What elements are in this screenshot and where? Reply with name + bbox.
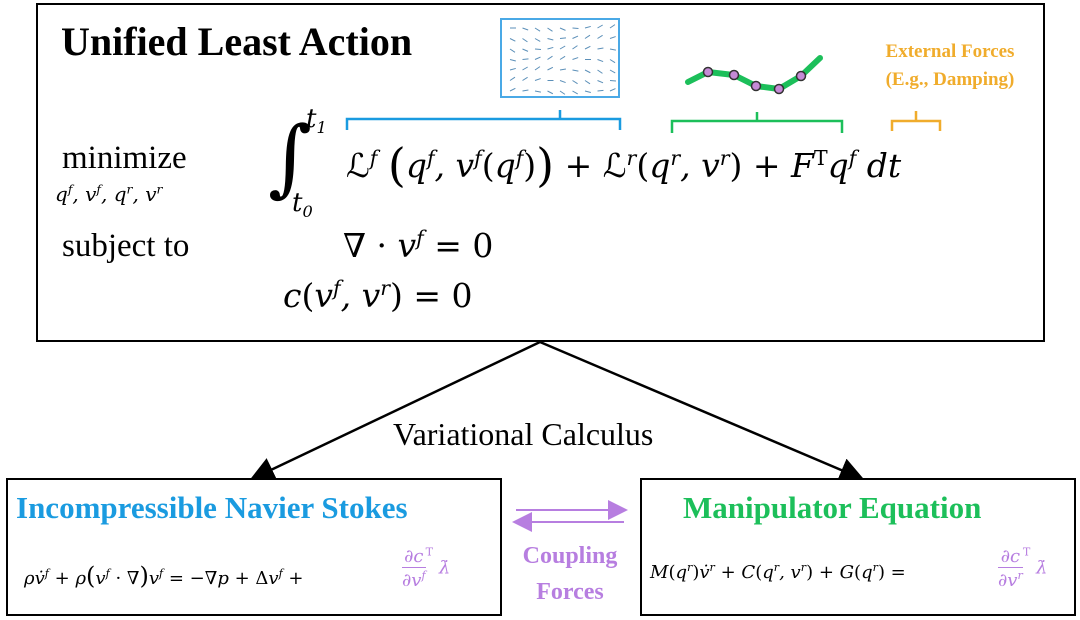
flow-vector xyxy=(584,25,591,29)
flow-vector xyxy=(597,80,604,84)
flow-vector xyxy=(522,89,529,92)
flow-vector xyxy=(522,66,528,71)
coupling-constraint: c(vf, vr) = 0 xyxy=(283,276,473,315)
coupling-forces-line2: Forces xyxy=(536,579,604,605)
flow-vector xyxy=(572,90,578,95)
navier-stokes-equation: ρv̇f + ρ(vf · ∇)vf = −∇p + Δvf + xyxy=(24,562,304,590)
flow-vector xyxy=(584,80,591,85)
flow-vector xyxy=(559,55,566,60)
integral-upper-limit: t1 xyxy=(306,104,327,138)
flow-vector xyxy=(609,69,616,74)
flow-vector xyxy=(559,27,566,31)
flow-vector xyxy=(509,87,516,92)
flow-vector xyxy=(584,45,591,50)
flow-vector xyxy=(597,89,604,92)
navier-stokes-coupling-term: ∂c ∂vf T λ̇ xyxy=(402,545,451,591)
flow-vector xyxy=(522,38,528,43)
flow-vector xyxy=(584,69,591,74)
manipulator-equation: M(qr)v̇r + C(qr, vr) + G(qr) = xyxy=(650,561,906,583)
flow-vector xyxy=(547,27,553,32)
coupling-forces-line1: Coupling xyxy=(522,543,618,569)
flow-vector xyxy=(572,27,579,30)
coupling-forces-label: Coupling Forces xyxy=(500,538,640,610)
manipulator-equation-title: Manipulator Equation xyxy=(683,490,982,525)
flow-vector xyxy=(534,90,541,93)
flow-vector xyxy=(584,90,591,93)
external-forces-label: External Forces (E.g., Damping) xyxy=(855,38,1045,94)
flow-vector xyxy=(547,90,554,95)
flow-vector xyxy=(597,34,603,39)
flow-vector xyxy=(534,27,541,32)
arrow-to-navier-stokes xyxy=(249,340,541,481)
flow-vector xyxy=(609,24,616,29)
flow-vector xyxy=(534,78,541,81)
flow-vector xyxy=(534,66,541,71)
navier-stokes-box xyxy=(6,478,502,616)
flow-vector xyxy=(597,24,603,29)
external-forces-line2: (E.g., Damping) xyxy=(885,69,1015,90)
flow-vector xyxy=(572,80,578,85)
flow-vector xyxy=(547,38,554,41)
manipulator-equation-box xyxy=(640,478,1076,616)
flow-vector xyxy=(572,35,579,39)
flow-vector xyxy=(559,45,566,50)
flow-vector xyxy=(597,59,604,63)
flow-vector xyxy=(572,69,579,72)
flow-vector xyxy=(534,38,541,42)
flow-vector xyxy=(522,76,528,81)
flow-vector xyxy=(509,59,516,62)
flow-vector xyxy=(609,36,616,39)
integral-sign: ∫ xyxy=(268,108,312,206)
flow-vector xyxy=(547,55,553,60)
flow-vector xyxy=(547,66,554,71)
flow-vector xyxy=(547,46,554,50)
flow-vector xyxy=(584,34,591,39)
flow-vector xyxy=(522,27,529,31)
divergence-constraint: ∇ · vf = 0 xyxy=(343,226,494,265)
flow-vector xyxy=(509,76,516,81)
unified-least-action-title: Unified Least Action xyxy=(61,19,413,64)
flow-vector xyxy=(509,38,516,42)
flow-vector xyxy=(534,48,542,51)
flow-vector xyxy=(522,58,529,60)
flow-vector xyxy=(597,69,603,74)
integral-lower-limit: t0 xyxy=(292,188,313,222)
minimize-label: minimize xyxy=(62,140,187,176)
flow-vector xyxy=(572,45,578,50)
flow-vector xyxy=(559,68,566,71)
subject-to-label: subject to xyxy=(62,228,190,264)
flow-vector xyxy=(609,48,616,51)
navier-stokes-title: Incompressible Navier Stokes xyxy=(16,490,408,525)
flow-vector xyxy=(609,88,616,92)
minimize-variables: qf, vf, qr, vr xyxy=(55,181,163,206)
flow-vector xyxy=(509,67,516,71)
variational-calculus-label: Variational Calculus xyxy=(393,416,654,452)
flow-vector xyxy=(572,57,579,60)
manipulator-coupling-term: ∂c ∂vr T λ̇ xyxy=(998,545,1048,591)
arrow-to-manipulator xyxy=(539,340,865,482)
flow-vector xyxy=(559,90,566,95)
flow-vector xyxy=(559,37,567,39)
flow-vector xyxy=(522,48,529,52)
external-forces-line1: External Forces xyxy=(885,41,1015,62)
objective-expression: ℒf (qf, vf(qf)) + ℒr(qr, vr) + FTqf dt xyxy=(346,138,902,192)
flow-vector xyxy=(609,59,616,64)
flow-vector xyxy=(509,48,516,53)
flow-vector xyxy=(597,47,604,50)
flow-vector xyxy=(534,56,541,60)
flow-field-icon xyxy=(500,18,620,98)
flow-vector xyxy=(559,80,566,84)
